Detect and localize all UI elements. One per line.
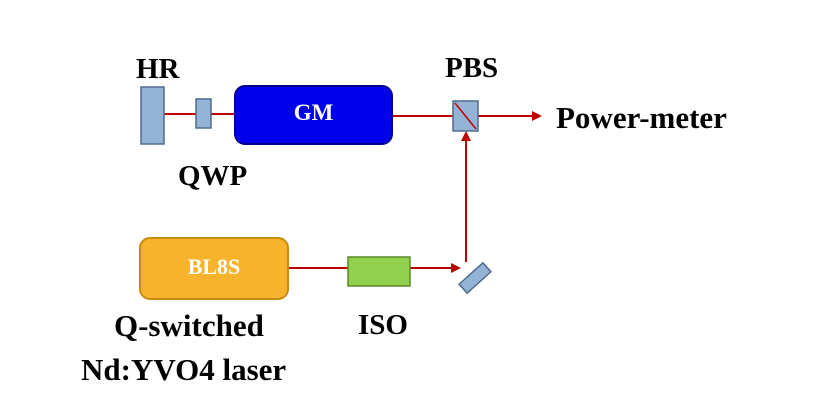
gm-label: GM [293,100,334,125]
qwp-label: QWP [178,160,248,192]
iso-label: ISO [358,309,408,341]
power-meter-label: Power-meter [556,100,727,135]
pbs-label: PBS [445,52,499,84]
laser-label-line2: Nd:YVO4 laser [81,352,287,387]
laser-box [139,237,289,300]
laser-label-line1: Q-switched [114,308,264,343]
hr-mirror [140,86,165,145]
bl8s-label: BL8S [187,254,241,279]
pbs-diagonal [454,102,477,130]
diagram-background [62,36,778,391]
gm-box [234,85,393,145]
iso-box [347,256,411,287]
qwp-plate [195,98,212,129]
turning-mirror [458,261,492,295]
hr-label: HR [136,53,180,85]
